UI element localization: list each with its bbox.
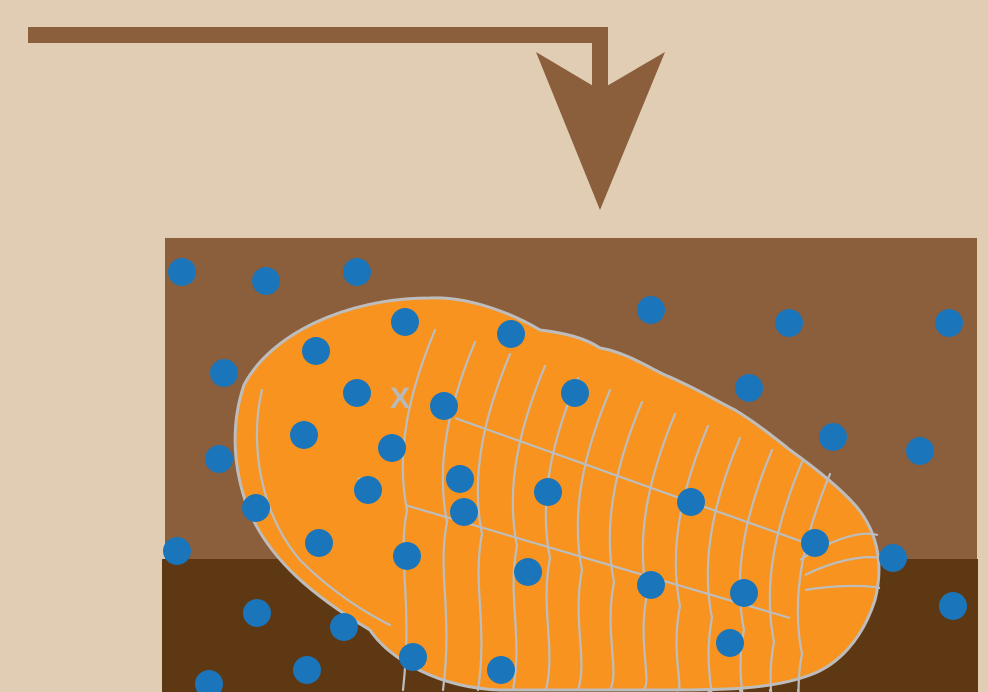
particle-circle-icon: [716, 629, 744, 657]
particle-circle-icon: [205, 445, 233, 473]
arrow-shaft: [28, 35, 600, 90]
particle-circle-icon: [939, 592, 967, 620]
particle-circle-icon: [935, 309, 963, 337]
particle-circle-icon: [399, 643, 427, 671]
particle-circle-icon: [487, 656, 515, 684]
particle-circle-icon: [906, 437, 934, 465]
particle-circle-icon: [446, 465, 474, 493]
particle-circle-icon: [430, 392, 458, 420]
particle-circle-icon: [514, 558, 542, 586]
particle-circle-icon: [677, 488, 705, 516]
particle-circle-icon: [163, 537, 191, 565]
particle-circle-icon: [393, 542, 421, 570]
particle-circle-icon: [534, 478, 562, 506]
particle-circle-icon: [330, 613, 358, 641]
particle-circle-icon: [293, 656, 321, 684]
particle-circle-icon: [242, 494, 270, 522]
particle-circle-icon: [252, 267, 280, 295]
particle-circle-icon: [497, 320, 525, 348]
particle-circle-icon: [343, 258, 371, 286]
particle-circle-icon: [637, 571, 665, 599]
particle-circle-icon: [302, 337, 330, 365]
marker-x-1: X: [390, 382, 410, 415]
particle-circle-icon: [637, 296, 665, 324]
particle-circle-icon: [243, 599, 271, 627]
particle-circle-icon: [450, 498, 478, 526]
particle-circle-icon: [210, 359, 238, 387]
particle-circle-icon: [290, 421, 318, 449]
particle-circle-icon: [879, 544, 907, 572]
particle-circle-icon: [735, 374, 763, 402]
particle-circle-icon: [168, 258, 196, 286]
particle-circle-icon: [354, 476, 382, 504]
particle-circle-icon: [775, 309, 803, 337]
particle-circle-icon: [801, 529, 829, 557]
particle-circle-icon: [819, 423, 847, 451]
bent-arrow-icon: [28, 35, 665, 210]
particle-circle-icon: [730, 579, 758, 607]
particle-circle-icon: [305, 529, 333, 557]
particle-circle-icon: [391, 308, 419, 336]
particle-circle-icon: [561, 379, 589, 407]
particle-circle-icon: [343, 379, 371, 407]
particle-circle-icon: [378, 434, 406, 462]
